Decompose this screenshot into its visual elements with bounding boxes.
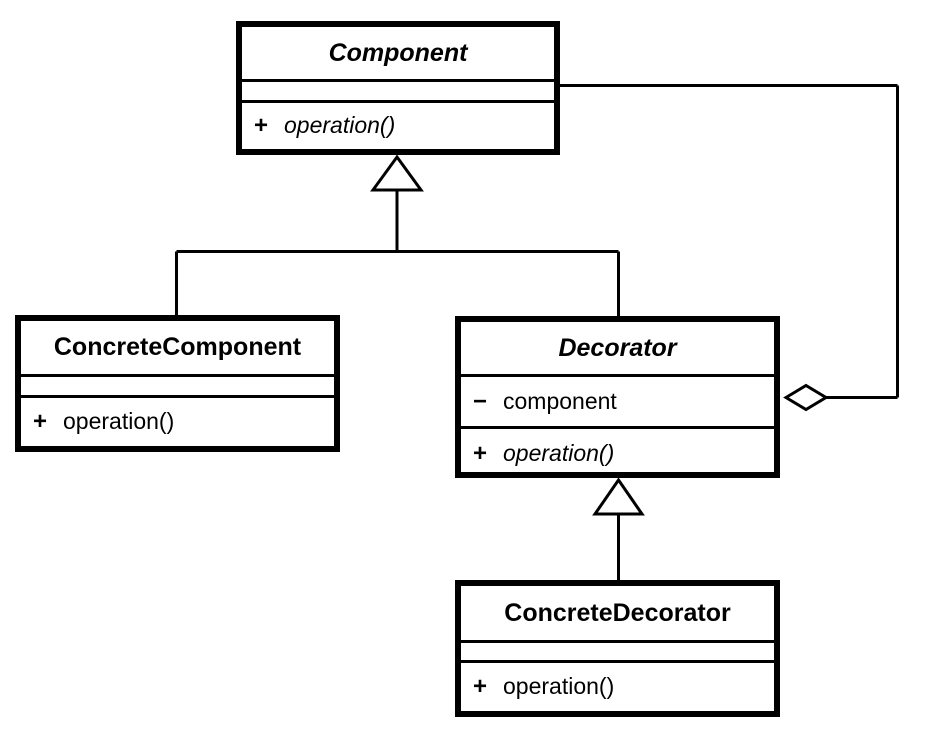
uml-class-decorator[interactable]: Decorator − component + operation() bbox=[455, 316, 780, 478]
operation-row: + operation() bbox=[242, 112, 395, 140]
class-name-label: ConcreteDecorator bbox=[504, 598, 731, 627]
attribute-row: − component bbox=[461, 388, 617, 416]
hollow-triangle-icon bbox=[370, 154, 424, 192]
class-name-compartment: ConcreteComponent bbox=[21, 321, 334, 377]
class-attributes-compartment bbox=[461, 643, 774, 663]
class-name-label: Decorator bbox=[558, 333, 677, 362]
class-attributes-compartment: − component bbox=[461, 377, 774, 429]
class-name-compartment: ConcreteDecorator bbox=[461, 586, 774, 643]
generalization-to-component bbox=[175, 154, 620, 318]
hollow-diamond-icon bbox=[783, 383, 829, 412]
class-name-compartment: Component bbox=[242, 27, 554, 82]
aggregation-decorator-to-component bbox=[558, 84, 899, 412]
class-operations-compartment: + operation() bbox=[461, 429, 774, 478]
operation-label: operation() bbox=[63, 408, 175, 434]
operation-label: operation() bbox=[503, 673, 615, 699]
visibility-marker: + bbox=[473, 439, 488, 467]
uml-class-concretedecorator[interactable]: ConcreteDecorator + operation() bbox=[455, 580, 780, 717]
operation-label: operation() bbox=[503, 439, 615, 466]
class-attributes-compartment bbox=[242, 82, 554, 103]
visibility-marker: + bbox=[254, 112, 269, 139]
uml-class-component[interactable]: Component + operation() bbox=[236, 21, 560, 155]
operation-row: + operation() bbox=[461, 440, 614, 468]
operation-label: operation() bbox=[284, 112, 396, 138]
visibility-marker: + bbox=[33, 408, 48, 435]
generalization-concretedecorator-to-decorator bbox=[592, 477, 645, 582]
class-name-label: ConcreteComponent bbox=[53, 333, 302, 361]
class-name-compartment: Decorator bbox=[461, 322, 774, 377]
visibility-marker: − bbox=[473, 387, 488, 415]
operation-row: + operation() bbox=[21, 408, 174, 436]
class-name-label: Component bbox=[328, 38, 468, 67]
class-attributes-compartment bbox=[21, 377, 334, 398]
uml-class-concretecomponent[interactable]: ConcreteComponent + operation() bbox=[15, 315, 340, 452]
hollow-triangle-icon bbox=[592, 477, 645, 516]
visibility-marker: + bbox=[473, 673, 488, 700]
class-operations-compartment: + operation() bbox=[21, 398, 334, 446]
operation-row: + operation() bbox=[461, 673, 614, 701]
attribute-label: component bbox=[503, 387, 617, 414]
class-operations-compartment: + operation() bbox=[461, 663, 774, 711]
class-operations-compartment: + operation() bbox=[242, 103, 554, 149]
